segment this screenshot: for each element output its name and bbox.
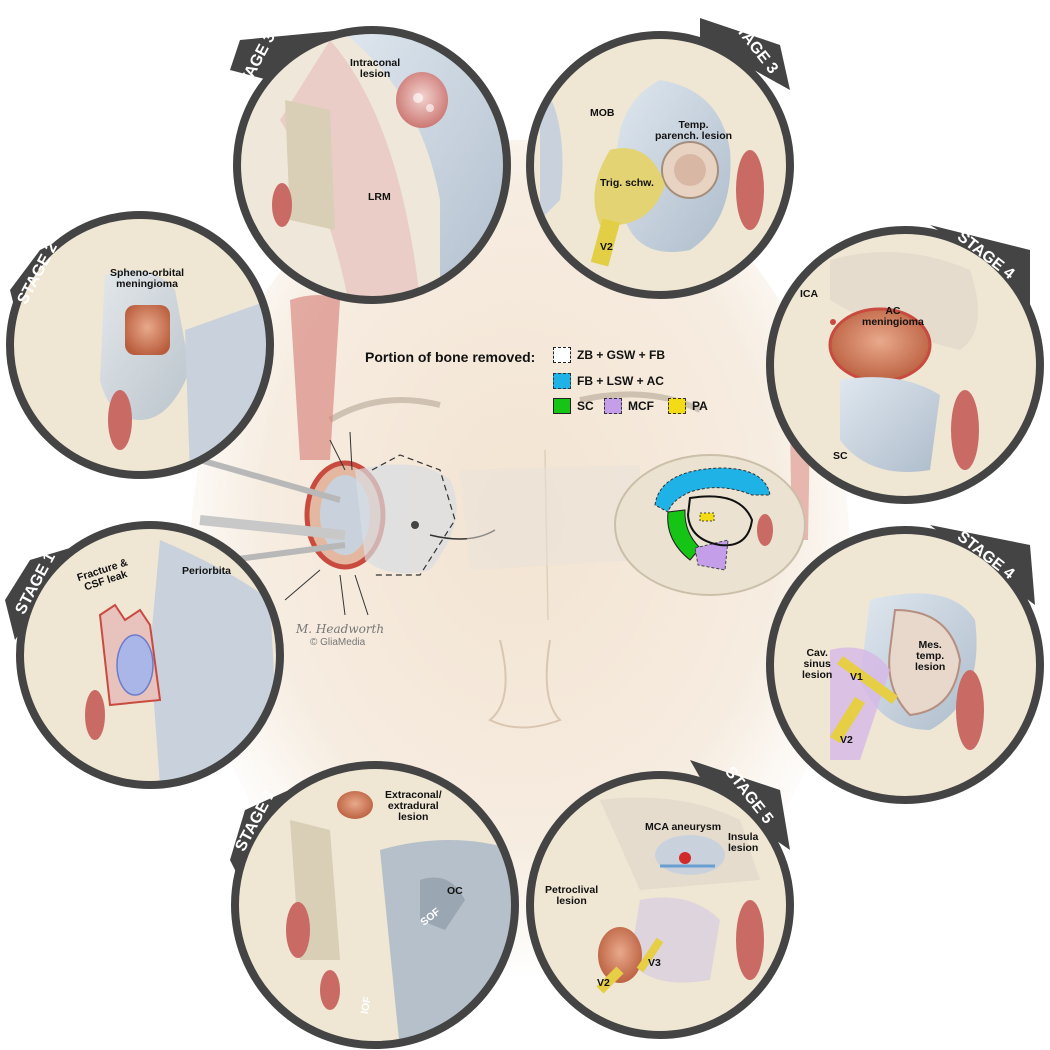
copyright-notice: © GliaMedia	[310, 637, 366, 648]
label-periorbita: Periorbita	[182, 565, 232, 577]
label-v1: V1	[850, 671, 863, 683]
legend-swatch	[553, 373, 571, 389]
label-ac-meningioma: AC meningioma	[862, 305, 924, 328]
right-orbit-bone-map	[614, 454, 806, 596]
legend-item-zb-gsw-fb: ZB + GSW + FB	[553, 347, 665, 363]
legend-label: FB + LSW + AC	[577, 374, 664, 388]
legend-label: MCF	[628, 399, 654, 413]
legend-label: SC	[577, 399, 594, 413]
label-v2: V2	[600, 241, 613, 253]
label-sc: SC	[833, 450, 848, 462]
legend-item-fb-lsw-ac: FB + LSW + AC	[553, 373, 664, 389]
label-temp-parench-lesion: Temp. parench. lesion	[655, 119, 733, 142]
panel-stage3-temporal	[526, 18, 794, 299]
legend-title: Portion of bone removed:	[365, 349, 536, 365]
legend-swatch	[553, 347, 571, 363]
label-trig-schw: Trig. schw.	[600, 177, 654, 189]
label-extraconal-extradural-lesion: Extraconal/ extradural lesion	[385, 789, 442, 823]
label-insula-lesion: Insula lesion	[728, 831, 759, 854]
label-lrm: LRM	[368, 191, 391, 203]
legend-item-pa: PA	[668, 398, 708, 414]
label-oc: OC	[447, 885, 463, 897]
label-v2: V2	[597, 977, 610, 989]
label-mes-temp-lesion: Mes. temp. lesion	[915, 639, 946, 673]
artist-signature: M. Headworth	[296, 622, 385, 636]
panel-stage4-cavernous	[766, 525, 1044, 804]
label-intraconal-lesion: Intraconal lesion	[350, 57, 401, 80]
label-mob: MOB	[590, 107, 615, 119]
label-spheno-orbital-meningioma: Spheno-orbital meningioma	[110, 267, 185, 290]
panel-stage4-ac	[766, 225, 1044, 504]
legend-swatch	[604, 398, 622, 414]
label-v3: V3	[648, 957, 661, 969]
legend-item-sc: SC	[553, 398, 594, 414]
legend-label: ZB + GSW + FB	[577, 348, 666, 362]
label-mca-aneurysm: MCA aneurysm	[645, 821, 722, 833]
legend-item-mcf: MCF	[604, 398, 654, 414]
temporalis-muscle-left	[290, 295, 340, 460]
panel-stage1-extraconal	[230, 761, 519, 1049]
surgical-field	[199, 431, 640, 616]
legend-swatch	[553, 398, 571, 414]
panel-stage5-petroclival	[526, 760, 794, 1039]
label-petroclival-lesion: Petroclival lesion	[545, 884, 599, 907]
legend-swatch	[668, 398, 686, 414]
panel-stage1-fracture	[5, 521, 284, 789]
legend-label: PA	[692, 399, 708, 413]
label-cav-sinus-lesion: Cav. sinus lesion	[802, 647, 833, 681]
label-v2: V2	[840, 734, 853, 746]
panel-stage3-intraconal	[230, 26, 511, 304]
label-ica: ICA	[800, 288, 819, 300]
